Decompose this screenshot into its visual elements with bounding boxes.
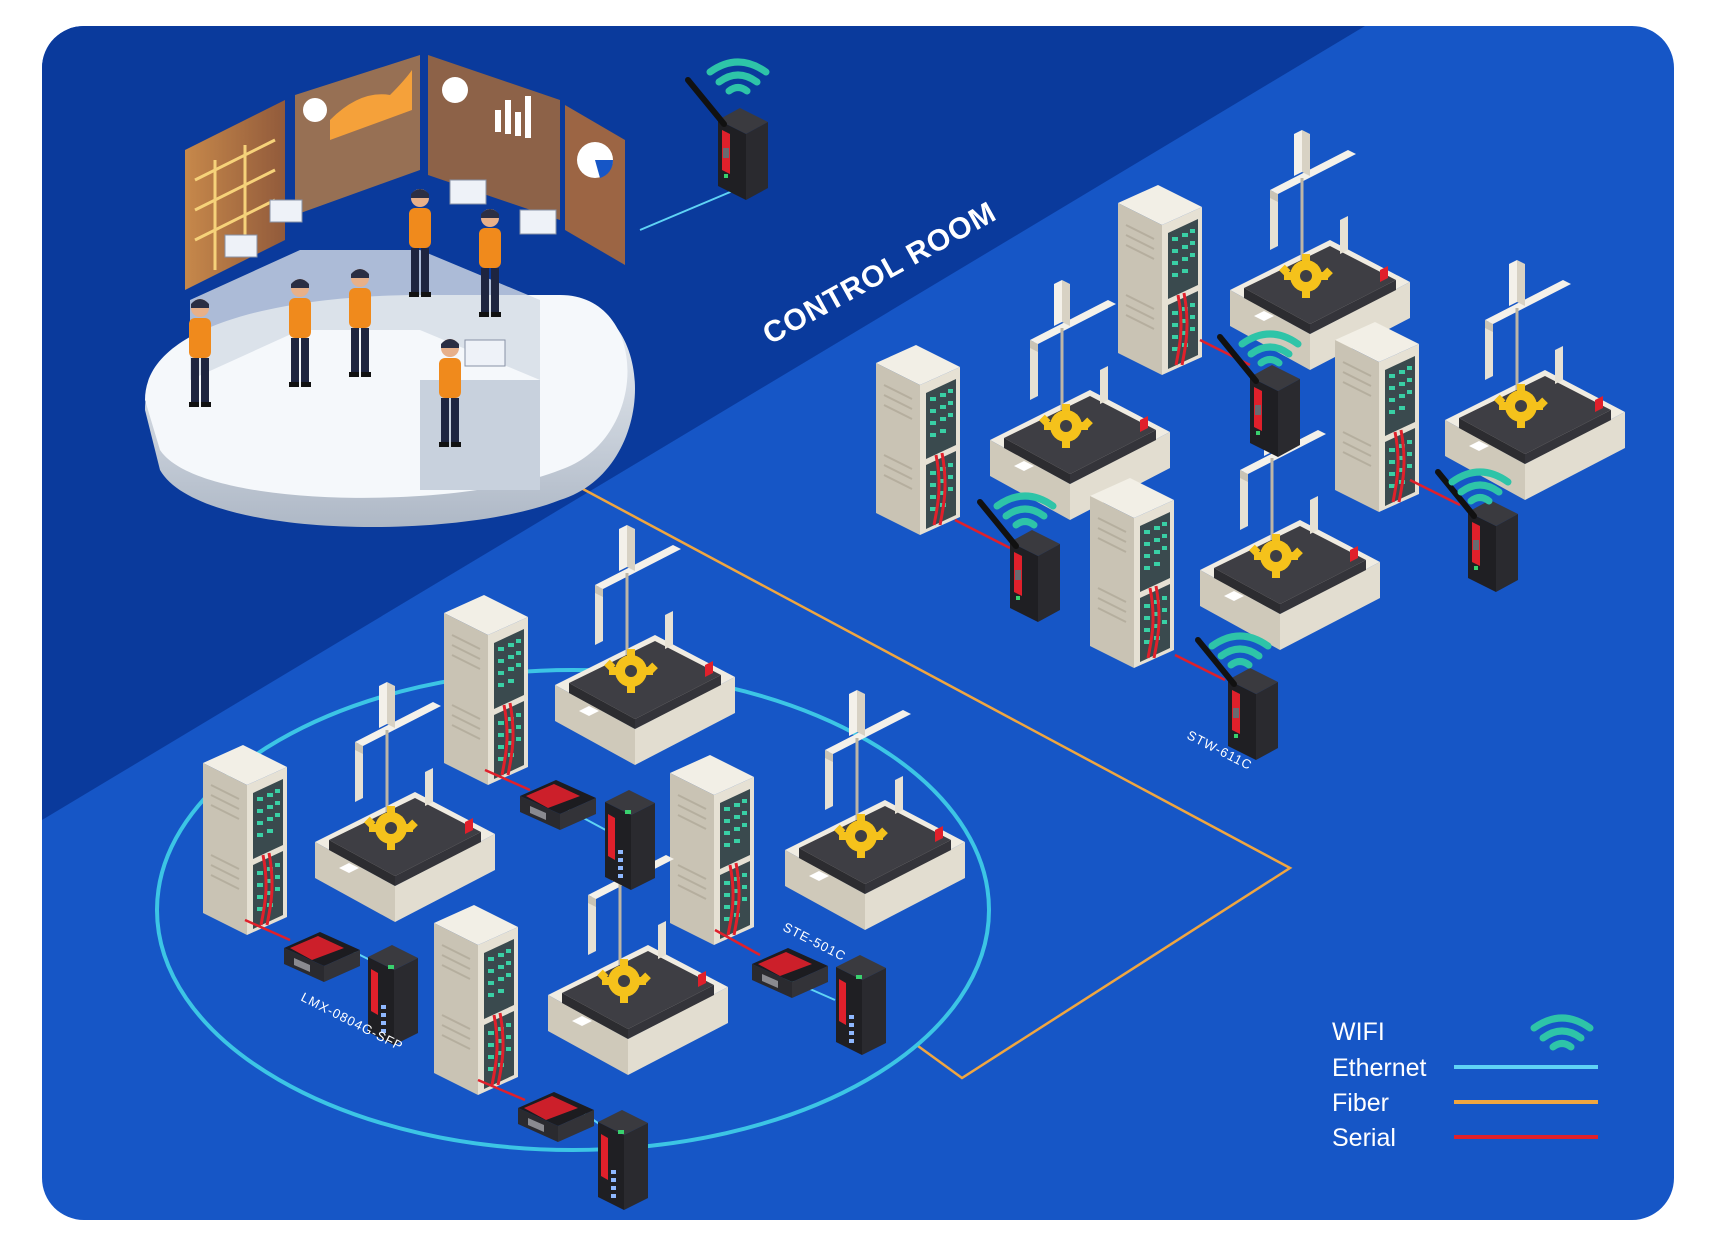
legend: WIFI Ethernet Fiber Serial — [1332, 1018, 1598, 1152]
legend-item-wifi: WIFI — [1332, 1018, 1590, 1047]
rack-s3 — [668, 753, 756, 947]
screen-pie — [565, 105, 625, 265]
screen-area-chart — [330, 70, 412, 140]
rack-w4 — [1088, 476, 1176, 670]
rack-w3 — [1333, 320, 1421, 514]
legend-item-serial: Serial — [1332, 1124, 1598, 1152]
rack-w2 — [874, 343, 962, 537]
rack-s1 — [442, 593, 530, 787]
network-ring — [155, 668, 991, 1152]
legend-label-serial: Serial — [1332, 1124, 1396, 1152]
legend-label-ethernet: Ethernet — [1332, 1054, 1427, 1082]
map-streets — [194, 138, 276, 270]
control-room-platform — [145, 55, 635, 528]
switch-4 — [598, 1110, 648, 1210]
legend-label-wifi: WIFI — [1332, 1018, 1385, 1046]
switch-1 — [605, 790, 655, 890]
ethernet-line-wifi-device — [639, 189, 736, 231]
legend-item-fiber: Fiber — [1332, 1089, 1598, 1117]
monitors — [224, 179, 557, 367]
front-desk — [420, 380, 540, 490]
rack-s4 — [432, 903, 520, 1097]
profile-icon — [442, 77, 468, 103]
switch-3 — [836, 955, 886, 1055]
rack-w1 — [1116, 183, 1204, 377]
fiber-line — [539, 464, 1293, 1080]
bar-chart-icon — [495, 96, 531, 138]
legend-label-fiber: Fiber — [1332, 1089, 1389, 1117]
panel-dark-triangle — [42, 26, 1365, 820]
avatar-icon — [303, 98, 327, 122]
legend-item-ethernet: Ethernet — [1332, 1054, 1598, 1082]
rack-s2 — [201, 743, 289, 937]
